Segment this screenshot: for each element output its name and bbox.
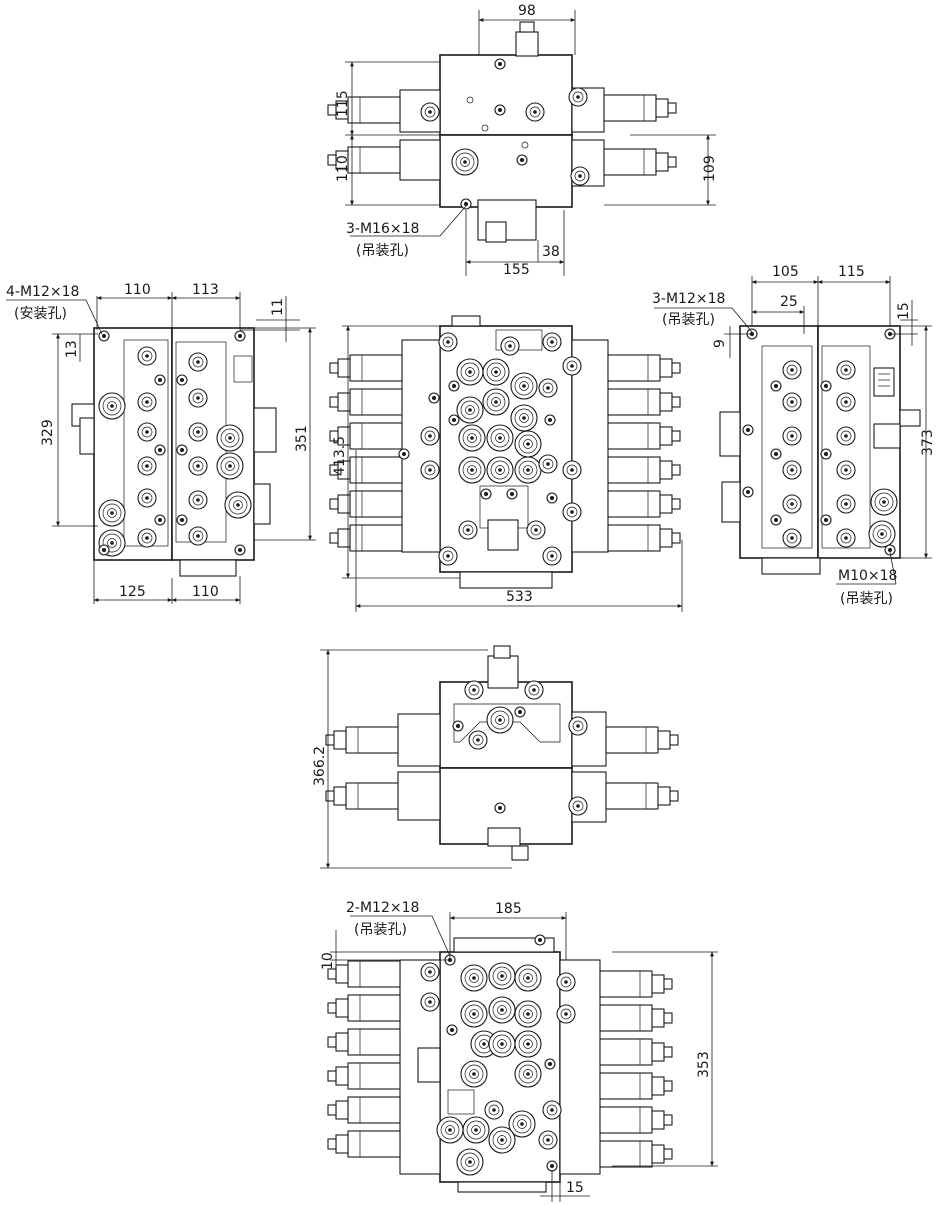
label-bot-hole: 2-M12×18 [346, 900, 419, 916]
dim-top-109: 109 [702, 155, 718, 182]
label-right-hole-note: (吊装孔) [662, 312, 715, 328]
label-bot-hole-note: (吊装孔) [354, 922, 407, 938]
right-side-view: 105 115 25 15 9 373 3-M12×18 (吊装孔) M10×1… [652, 264, 936, 607]
label-left-hole-note: (安装孔) [14, 306, 67, 322]
dim-left-110: 110 [124, 282, 151, 298]
label-top-hole: 3-M16×18 [346, 221, 419, 237]
dim-left-113: 113 [192, 282, 219, 298]
dim-bot-185: 185 [495, 901, 522, 917]
dim-bot-353: 353 [696, 1051, 712, 1078]
label-left-hole: 4-M12×18 [6, 284, 79, 300]
dim-front-533: 533 [506, 589, 533, 605]
dim-right-105: 105 [772, 264, 799, 280]
dim-top-98: 98 [518, 3, 536, 19]
dim-left-11: 11 [270, 298, 286, 316]
top-view: 98 115 110 109 155 38 3-M16×18 (吊装孔) [327, 3, 718, 278]
dim-left-351: 351 [294, 425, 310, 452]
dim-top-115: 115 [335, 90, 351, 117]
dim-top-38: 38 [542, 244, 560, 260]
dim-right-115: 115 [838, 264, 865, 280]
dim-right-9: 9 [712, 339, 728, 348]
dim-front-413: 413.5 [332, 436, 348, 476]
dim-right-15: 15 [896, 302, 912, 320]
dim-top-155: 155 [503, 262, 530, 278]
left-side-view: 110 113 11 13 329 351 125 110 4-M12×18 (… [6, 282, 316, 604]
front-view: 413.5 533 [329, 315, 683, 612]
dim-left-125: 125 [119, 584, 146, 600]
dim-left-13: 13 [64, 340, 80, 358]
dim-top-110: 110 [335, 155, 351, 182]
label-right-hole2-note: (吊装孔) [840, 591, 893, 607]
label-right-hole2: M10×18 [838, 568, 897, 584]
dim-mid-366: 366.2 [312, 746, 328, 786]
dim-bot-10: 10 [320, 952, 336, 970]
dim-bot-15: 15 [566, 1180, 584, 1196]
middle-view: 366.2 [312, 645, 679, 869]
dim-left-329: 329 [40, 419, 56, 446]
bottom-view: 185 10 353 15 2-M12×18 (吊装孔) [320, 900, 718, 1202]
dim-right-25: 25 [780, 294, 798, 310]
dim-left-110b: 110 [192, 584, 219, 600]
label-right-hole: 3-M12×18 [652, 291, 725, 307]
dim-right-373: 373 [920, 429, 936, 456]
label-top-hole-note: (吊装孔) [356, 243, 409, 259]
